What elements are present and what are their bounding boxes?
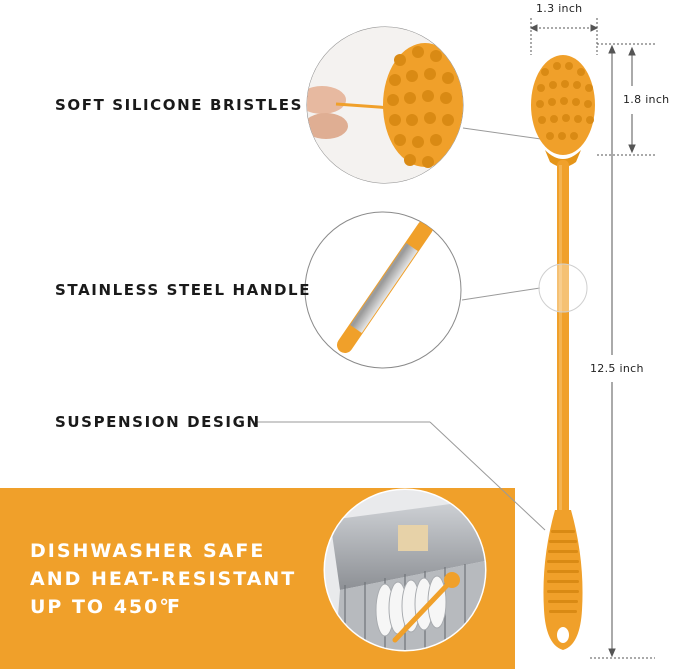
handle-zoom-circle [304, 211, 462, 369]
banner-heading: DISHWASHER SAFE AND HEAT-RESISTANT UP TO… [30, 537, 296, 621]
feature-label-handle: STAINLESS STEEL HANDLE [55, 281, 312, 299]
bristle-pattern [536, 62, 594, 140]
dimension-label-total-length: 12.5 inch [590, 362, 644, 375]
banner-line-1: DISHWASHER SAFE [30, 540, 266, 562]
dimension-label-head-length: 1.8 inch [623, 93, 670, 106]
banner-line-3: UP TO 450℉ [30, 596, 182, 618]
dimension-label-head-width: 1.3 inch [536, 2, 583, 15]
feature-label-suspension: SUSPENSION DESIGN [55, 413, 261, 431]
silicone-brush [531, 55, 595, 650]
feature-label-bristles: SOFT SILICONE BRISTLES [55, 96, 303, 114]
banner-line-2: AND HEAT-RESISTANT [30, 568, 297, 590]
bristles-zoom-circle [306, 26, 464, 184]
dishwasher-zoom-circle [323, 488, 487, 652]
pointer-lines [252, 127, 549, 531]
dimension-lines [529, 18, 655, 659]
